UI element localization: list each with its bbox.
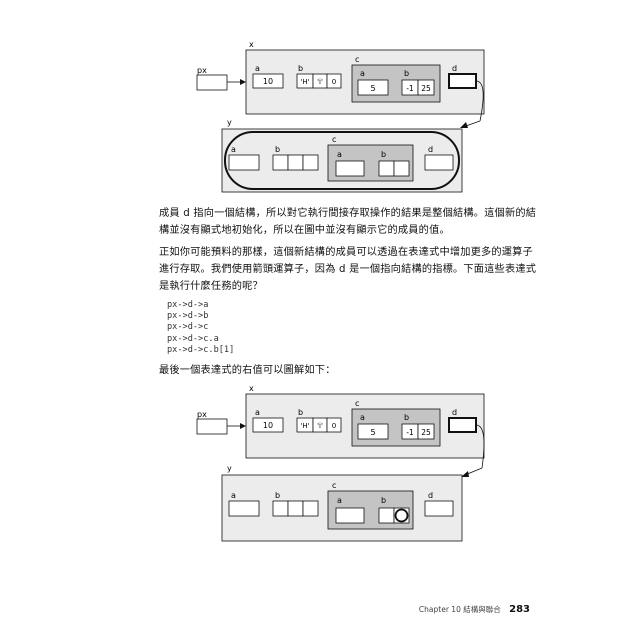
px-arrow-head	[240, 79, 246, 85]
x-c-b-value-0: -1	[406, 428, 414, 437]
px-arrow-head	[240, 423, 246, 429]
d-arrow-head	[460, 122, 468, 128]
x-b-label: b	[298, 408, 303, 417]
page-footer: Chapter 10 結構與聯合 283	[419, 604, 530, 615]
struct-y-label: y	[227, 464, 232, 473]
x-b-value-1: 'i'	[317, 422, 323, 430]
y-a-label: a	[231, 491, 236, 500]
x-b-value-2: 0	[332, 422, 336, 430]
footer-chapter: Chapter 10	[418, 605, 461, 614]
x-a-label: a	[255, 64, 260, 73]
y-c-b-cell-0	[378, 160, 395, 177]
y-d-label: d	[428, 491, 433, 500]
px-label: px	[197, 66, 207, 75]
page-number: 283	[509, 604, 530, 615]
code-line: px->d->c.b[1]	[167, 344, 235, 355]
px-label: px	[197, 410, 207, 419]
x-b-value-1: 'i'	[317, 78, 323, 86]
y-c-b-label: b	[381, 150, 386, 159]
x-b-value-0: 'H'	[300, 422, 309, 430]
x-c-a-label: a	[360, 69, 365, 78]
y-b-cell-0	[272, 154, 289, 171]
y-c-b-label: b	[381, 496, 386, 505]
code-line: px->d->c	[167, 322, 209, 333]
d-arrow-line	[475, 80, 484, 122]
d-arrow-head	[461, 471, 469, 477]
y-b-label: b	[275, 491, 280, 500]
x-c-label: c	[355, 55, 359, 64]
struct-x-box	[245, 393, 485, 459]
y-c-b-cell-0	[378, 507, 395, 524]
y-b-cell-0	[272, 500, 289, 517]
diagram-struct-pointer-2: x px a 10 b 'H' 'i' 0 c a 5 b -1 25 d y …	[196, 384, 485, 542]
x-b-label: b	[298, 64, 303, 73]
x-c-b-cell-1	[417, 423, 435, 440]
x-a-label: a	[255, 408, 260, 417]
y-b-label: b	[275, 145, 280, 154]
x-b-value-2: 0	[332, 78, 336, 86]
y-b-cell-1	[287, 154, 304, 171]
x-c-label: c	[355, 399, 359, 408]
y-c-label: c	[332, 481, 336, 490]
y-a-box	[228, 154, 260, 171]
x-c-a-box	[357, 79, 389, 96]
x-c-a-label: a	[360, 413, 365, 422]
x-c-b-label: b	[404, 69, 409, 78]
x-c-b-label: b	[404, 413, 409, 422]
paragraph-1: 成員 d 指向一個結構，所以對它執行間接存取操作的結果是整個結構。這個新的結構並…	[159, 208, 537, 236]
struct-x-label: x	[249, 40, 254, 49]
x-a-box	[252, 417, 284, 433]
x-b-cell-2	[326, 73, 342, 89]
x-d-box	[448, 73, 477, 89]
struct-x-label: x	[249, 384, 254, 393]
x-c-a-value: 5	[370, 84, 375, 93]
y-c-b-cell-1	[393, 160, 410, 177]
y-d-box	[424, 154, 454, 171]
code-line: px->d->b	[167, 311, 209, 322]
paragraph-3: 最後一個表達式的右值可以圖解如下：	[159, 365, 336, 376]
d-arrow-tail	[462, 120, 481, 128]
x-a-box	[252, 73, 284, 89]
x-d-label: d	[452, 64, 457, 73]
y-b-cell-1	[287, 500, 304, 517]
y-c-a-box	[335, 160, 365, 177]
highlight-ellipse	[224, 131, 460, 190]
px-box	[196, 74, 228, 91]
y-c-a-box	[335, 507, 365, 524]
struct-y-label: y	[227, 118, 232, 127]
x-c-a-value: 5	[370, 428, 375, 437]
y-a-box	[228, 500, 260, 517]
x-b-cell-2	[326, 417, 342, 433]
x-d-box	[448, 417, 477, 433]
y-c-label: c	[332, 135, 336, 144]
code-line: px->d->c.a	[167, 333, 219, 344]
y-b-cell-2	[302, 154, 319, 171]
paragraph-2: 正如你可能預料的那樣，這個新結構的成員可以透過在表達式中增加更多的運算子進行存取…	[159, 247, 537, 292]
x-a-value: 10	[263, 421, 273, 430]
y-a-label: a	[231, 145, 236, 154]
x-c-a-box	[357, 423, 389, 440]
x-c-b-value-0: -1	[406, 84, 414, 93]
y-c-a-label: a	[337, 496, 342, 505]
diagram-struct-pointer-1: x px a 10 b 'H' 'i' 0 c a 5 b -1 25 d y …	[196, 40, 485, 193]
y-c-a-label: a	[337, 150, 342, 159]
code-block: px->d->a px->d->b px->d->c px->d->c.a px…	[167, 300, 234, 356]
y-b-cell-2	[302, 500, 319, 517]
x-b-value-0: 'H'	[300, 78, 309, 86]
y-d-label: d	[428, 145, 433, 154]
x-c-b-value-1: 25	[421, 84, 431, 93]
code-line: px->d->a	[167, 300, 209, 310]
x-c-b-value-1: 25	[421, 428, 431, 437]
x-a-value: 10	[263, 77, 273, 86]
footer-title: 結構與聯合	[463, 605, 501, 614]
y-d-box	[424, 500, 454, 517]
d-arrow-line	[475, 424, 485, 469]
x-d-label: d	[452, 408, 457, 417]
px-box	[196, 418, 228, 435]
highlight-circle	[394, 508, 409, 523]
x-c-b-cell-1	[417, 79, 435, 96]
